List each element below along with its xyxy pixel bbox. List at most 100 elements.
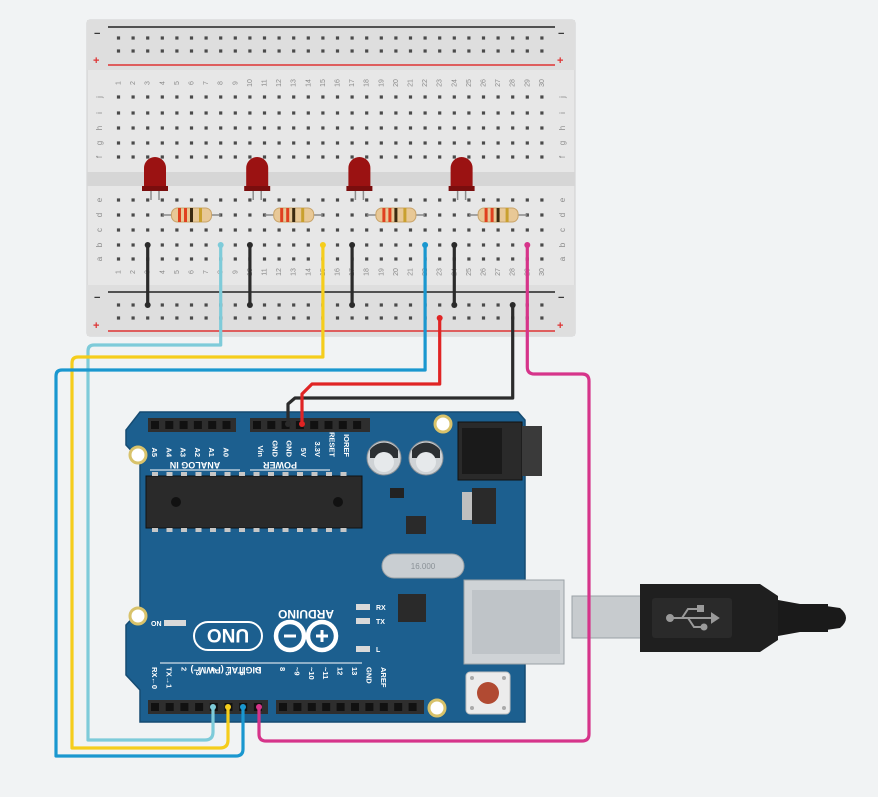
breadboard-hole[interactable] xyxy=(248,213,252,217)
breadboard-hole[interactable] xyxy=(204,155,208,159)
resistor[interactable] xyxy=(468,207,528,223)
breadboard-hole[interactable] xyxy=(452,111,456,115)
breadboard-hole[interactable] xyxy=(204,316,208,320)
breadboard-hole[interactable] xyxy=(467,141,471,145)
breadboard-hole[interactable] xyxy=(175,155,179,159)
breadboard-hole[interactable] xyxy=(438,198,442,202)
breadboard-hole[interactable] xyxy=(467,198,471,202)
breadboard-hole[interactable] xyxy=(292,316,296,320)
header-pin[interactable] xyxy=(353,421,362,429)
breadboard-hole[interactable] xyxy=(292,198,296,202)
breadboard-hole[interactable] xyxy=(379,228,383,232)
breadboard-hole[interactable] xyxy=(511,36,515,40)
breadboard-hole[interactable] xyxy=(511,141,515,145)
breadboard-hole[interactable] xyxy=(321,111,325,115)
breadboard-hole[interactable] xyxy=(292,155,296,159)
breadboard-hole[interactable] xyxy=(175,141,179,145)
breadboard-hole[interactable] xyxy=(262,316,267,320)
breadboard-hole[interactable] xyxy=(321,36,325,40)
breadboard-hole[interactable] xyxy=(525,213,529,217)
breadboard-hole[interactable] xyxy=(467,95,471,99)
breadboard-hole[interactable] xyxy=(131,141,135,145)
breadboard-hole[interactable] xyxy=(511,228,515,232)
breadboard-hole[interactable] xyxy=(175,95,179,99)
breadboard-hole[interactable] xyxy=(292,49,296,53)
breadboard-hole[interactable] xyxy=(175,243,179,247)
header-pin[interactable] xyxy=(336,703,345,711)
breadboard-hole[interactable] xyxy=(540,49,544,53)
header-pin[interactable] xyxy=(394,703,403,711)
breadboard-hole[interactable] xyxy=(219,111,223,115)
breadboard-hole[interactable] xyxy=(204,198,208,202)
breadboard-hole[interactable] xyxy=(277,36,281,40)
breadboard-hole[interactable] xyxy=(321,126,325,130)
breadboard-hole[interactable] xyxy=(525,198,529,202)
breadboard-hole[interactable] xyxy=(496,141,500,145)
breadboard-hole[interactable] xyxy=(116,213,121,217)
breadboard-hole[interactable] xyxy=(438,95,442,99)
breadboard-hole[interactable] xyxy=(262,228,267,232)
breadboard-hole[interactable] xyxy=(438,141,442,145)
breadboard-hole[interactable] xyxy=(262,303,267,307)
breadboard-hole[interactable] xyxy=(306,49,310,53)
breadboard-hole[interactable] xyxy=(481,316,486,320)
header-pin[interactable] xyxy=(253,421,261,429)
breadboard-hole[interactable] xyxy=(292,303,296,307)
breadboard-hole[interactable] xyxy=(277,198,281,202)
breadboard-hole[interactable] xyxy=(277,111,281,115)
breadboard-hole[interactable] xyxy=(131,49,135,53)
breadboard-hole[interactable] xyxy=(116,303,121,307)
breadboard-hole[interactable] xyxy=(219,36,223,40)
breadboard-hole[interactable] xyxy=(365,36,369,40)
breadboard-hole[interactable] xyxy=(423,95,427,99)
header-pin[interactable] xyxy=(307,703,316,711)
breadboard-hole[interactable] xyxy=(394,141,398,145)
breadboard-hole[interactable] xyxy=(160,126,164,130)
breadboard-hole[interactable] xyxy=(175,111,179,115)
breadboard-hole[interactable] xyxy=(146,111,150,115)
breadboard-hole[interactable] xyxy=(204,303,208,307)
breadboard-hole[interactable] xyxy=(146,95,150,99)
breadboard-hole[interactable] xyxy=(496,316,500,320)
breadboard-hole[interactable] xyxy=(365,303,369,307)
breadboard-hole[interactable] xyxy=(175,228,179,232)
breadboard-hole[interactable] xyxy=(365,111,369,115)
breadboard-hole[interactable] xyxy=(219,49,223,53)
breadboard-hole[interactable] xyxy=(379,257,383,261)
breadboard-hole[interactable] xyxy=(233,36,237,40)
breadboard-hole[interactable] xyxy=(481,243,486,247)
breadboard-hole[interactable] xyxy=(350,198,354,202)
breadboard-hole[interactable] xyxy=(481,198,486,202)
breadboard-hole[interactable] xyxy=(204,111,208,115)
breadboard-hole[interactable] xyxy=(540,257,544,261)
breadboard-hole[interactable] xyxy=(175,316,179,320)
breadboard-hole[interactable] xyxy=(452,49,456,53)
breadboard-hole[interactable] xyxy=(233,198,237,202)
header-pin[interactable] xyxy=(365,703,374,711)
breadboard-hole[interactable] xyxy=(146,228,150,232)
breadboard-hole[interactable] xyxy=(219,198,223,202)
breadboard-hole[interactable] xyxy=(365,228,369,232)
breadboard-hole[interactable] xyxy=(262,155,267,159)
breadboard-hole[interactable] xyxy=(365,49,369,53)
breadboard-hole[interactable] xyxy=(116,36,121,40)
breadboard-hole[interactable] xyxy=(233,213,237,217)
breadboard-hole[interactable] xyxy=(321,49,325,53)
breadboard-hole[interactable] xyxy=(452,36,456,40)
breadboard-hole[interactable] xyxy=(189,243,194,247)
breadboard-hole[interactable] xyxy=(116,316,121,320)
breadboard-hole[interactable] xyxy=(335,36,340,40)
breadboard-hole[interactable] xyxy=(335,95,340,99)
breadboard-hole[interactable] xyxy=(116,155,121,159)
breadboard-hole[interactable] xyxy=(189,49,194,53)
breadboard-hole[interactable] xyxy=(277,257,281,261)
breadboard-hole[interactable] xyxy=(233,141,237,145)
breadboard-hole[interactable] xyxy=(248,141,252,145)
breadboard-hole[interactable] xyxy=(233,303,237,307)
header-pin[interactable] xyxy=(180,703,189,711)
breadboard-hole[interactable] xyxy=(160,243,164,247)
breadboard-hole[interactable] xyxy=(160,257,164,261)
header-pin[interactable] xyxy=(338,421,347,429)
breadboard-hole[interactable] xyxy=(292,111,296,115)
